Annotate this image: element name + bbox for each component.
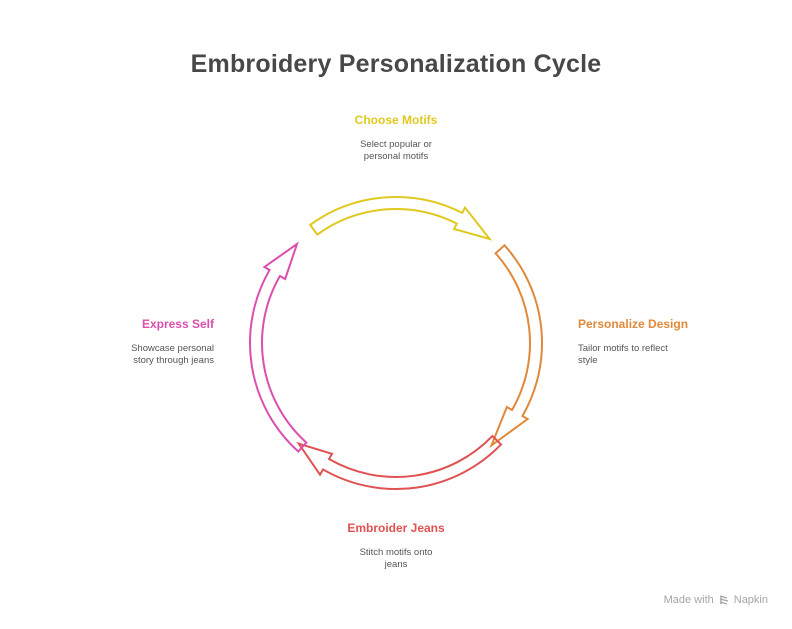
diagram-title: Embroidery Personalization Cycle (190, 50, 602, 78)
napkin-logo-icon (719, 595, 728, 605)
made-with-label: Made with (663, 594, 714, 606)
arrow-personalize-to-embroider (489, 243, 543, 449)
made-with-napkin: Made with Napkin (664, 594, 768, 606)
arrow-choose-to-personalize (308, 196, 493, 241)
step-embroider-jeans: Embroider Jeans Stitch motifs onto jeans (311, 521, 481, 571)
step-title: Embroider Jeans (347, 521, 445, 535)
step-description: Select popular or personal motifs (360, 139, 432, 162)
arrow-embroider-to-express (296, 434, 503, 490)
step-description: Stitch motifs onto jeans (359, 547, 433, 570)
arrow-express-to-choose (249, 241, 308, 453)
step-title: Choose Motifs (354, 113, 438, 127)
step-choose-motifs: Choose Motifs Select popular or personal… (311, 113, 481, 163)
step-description: Tailor motifs to reflect style (578, 343, 668, 366)
step-description: Showcase personal story through jeans (131, 343, 214, 366)
step-express-self: Express Self Showcase personal story thr… (44, 317, 214, 367)
step-title: Personalize Design (578, 317, 689, 331)
napkin-brand: Napkin (733, 594, 768, 606)
step-title: Express Self (141, 317, 214, 331)
step-personalize-design: Personalize Design Tailor motifs to refl… (578, 317, 748, 367)
